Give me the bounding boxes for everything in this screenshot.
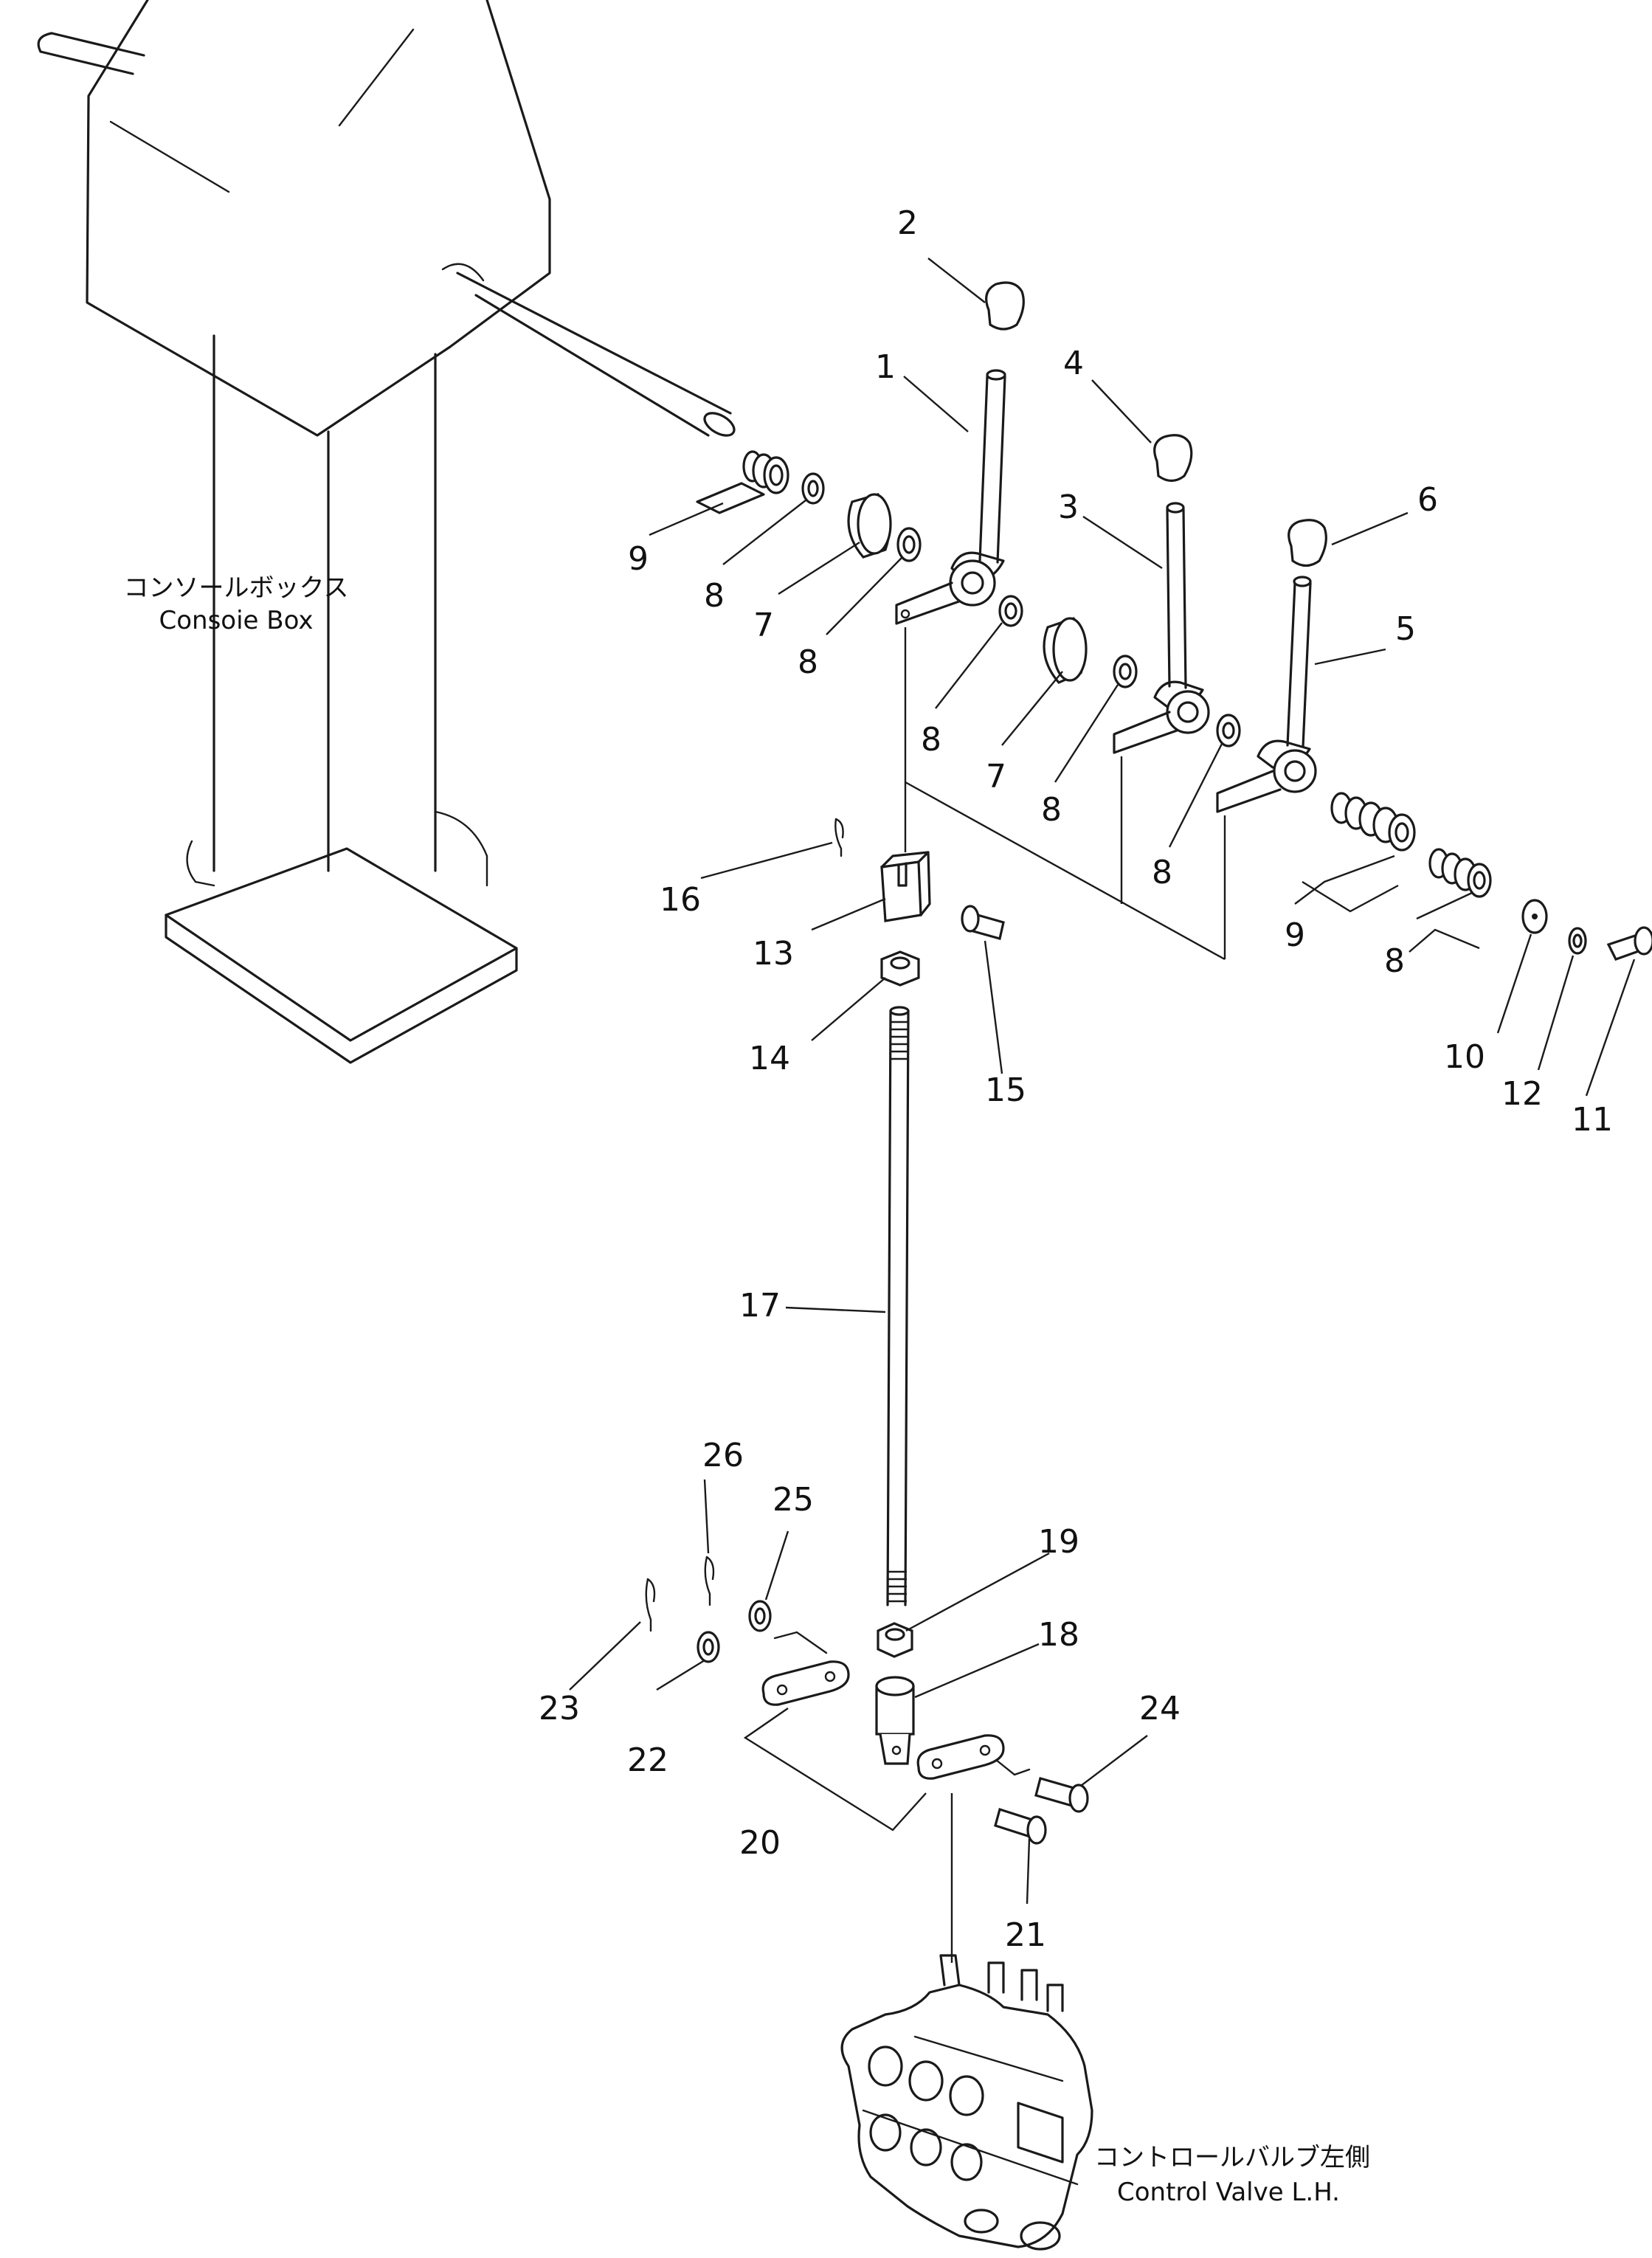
callout-17: 17: [739, 1287, 781, 1325]
spring-washers-9-right: [1330, 792, 1416, 852]
control-valve-label-en: Control Valve L.H.: [1117, 2178, 1340, 2207]
washer-10: [1521, 899, 1548, 934]
callout-25: 25: [773, 1481, 814, 1519]
callout-24: 24: [1139, 1690, 1181, 1727]
callout-14: 14: [749, 1040, 790, 1077]
washer-8-d: [1113, 655, 1138, 688]
callout-8e: 8: [1152, 854, 1172, 891]
callout-26: 26: [702, 1437, 744, 1474]
callout-23: 23: [539, 1690, 580, 1727]
callout-21: 21: [1005, 1916, 1046, 1954]
callout-6: 6: [1417, 481, 1438, 519]
callout-4: 4: [1063, 345, 1084, 382]
callout-8f: 8: [1384, 942, 1405, 980]
link-plate-20-right: [916, 1734, 1031, 1780]
control-valve-lh: [840, 1954, 1093, 2251]
lever-1: [895, 369, 1006, 625]
callout-7a: 7: [753, 607, 774, 644]
console-box-label-jp: コンソールボックス: [124, 573, 349, 603]
washer-8-c: [998, 595, 1023, 627]
callout-2: 2: [897, 204, 918, 242]
pin-15: [961, 905, 1005, 940]
callout-18: 18: [1038, 1616, 1079, 1654]
washer-25: [748, 1600, 772, 1632]
callout-3: 3: [1058, 488, 1079, 526]
callout-numbers: 1 2 3 4 5 6 7 7 8 8 8 8 8 8 9 9 10 11 12…: [539, 204, 1613, 1954]
callout-12: 12: [1501, 1075, 1543, 1113]
bolt-11: [1606, 926, 1652, 961]
bushing-7-a: [847, 493, 892, 559]
washer-8-a: [801, 472, 825, 505]
callout-15: 15: [985, 1071, 1026, 1109]
bushing-7-b: [1043, 617, 1088, 684]
cotter-pin-23: [645, 1578, 656, 1632]
nut-19: [877, 1622, 913, 1658]
cotter-pin-26: [704, 1556, 715, 1606]
callout-1: 1: [875, 348, 896, 386]
link-bracket-20: [743, 1708, 953, 1963]
control-valve-label-jp: コントロールバルブ左側: [1094, 2143, 1370, 2172]
callout-9b: 9: [1285, 916, 1305, 954]
callout-19: 19: [1038, 1523, 1079, 1561]
callout-8b: 8: [798, 643, 818, 681]
clevis-13: [880, 851, 931, 922]
lever-5: [1216, 576, 1317, 813]
cotter-pin-16: [834, 818, 844, 857]
link-plate-20-left: [761, 1631, 850, 1706]
rod-17: [886, 1006, 910, 1606]
lever-3: [1113, 502, 1210, 754]
washer-12: [1568, 927, 1587, 955]
callout-8c: 8: [921, 721, 941, 759]
callout-11: 11: [1572, 1101, 1613, 1139]
callout-22: 22: [627, 1741, 668, 1779]
knob-2: [985, 281, 1025, 331]
callout-20: 20: [739, 1824, 781, 1862]
callout-5: 5: [1395, 610, 1416, 648]
joint-18: [875, 1676, 915, 1765]
knob-6: [1288, 519, 1327, 567]
washer-8-b: [896, 527, 922, 562]
callout-10: 10: [1444, 1038, 1485, 1076]
pin-21: [994, 1807, 1047, 1845]
callout-leaders: [569, 258, 1636, 1905]
console-box: [37, 0, 736, 1064]
callout-9a: 9: [628, 540, 649, 578]
callout-13: 13: [753, 935, 794, 973]
callout-7b: 7: [986, 758, 1006, 795]
callout-8d: 8: [1041, 791, 1062, 829]
pin-24: [1034, 1777, 1089, 1813]
washer-22: [697, 1631, 720, 1663]
callout-8a: 8: [704, 577, 725, 615]
spring-washers-9-left: [696, 450, 789, 514]
knob-4: [1153, 434, 1193, 483]
washer-8-e: [1216, 714, 1241, 748]
console-box-label-en: Consoie Box: [159, 606, 314, 635]
spring-washers-8-right: [1428, 848, 1492, 898]
nut-14: [880, 950, 920, 987]
callout-16: 16: [660, 881, 701, 919]
assembly-brackets: [904, 627, 1226, 961]
